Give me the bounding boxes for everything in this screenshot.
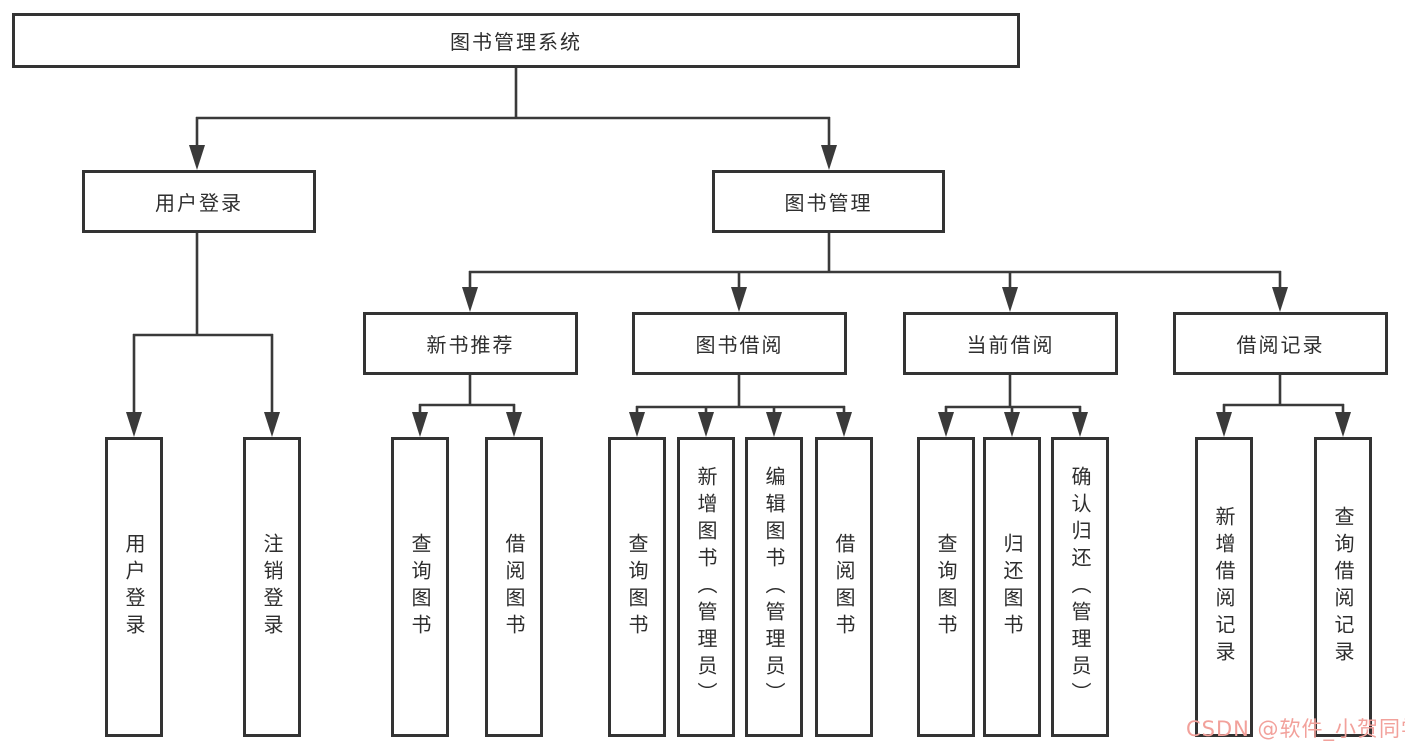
- leaf-label: 用户登录: [122, 533, 146, 641]
- leaf-add-books-admin: 新增图书（管理员）: [677, 437, 735, 737]
- leaf-label: 查询图书: [625, 533, 649, 641]
- leaf-logout: 注销登录: [243, 437, 301, 737]
- node-label: 新书推荐: [426, 333, 515, 357]
- node-book-borrowing: 图书借阅: [632, 312, 847, 375]
- node-book-management: 图书管理: [712, 170, 945, 233]
- leaf-query-books-borrowing: 查询图书: [608, 437, 666, 737]
- node-library-system: 图书管理系统: [12, 13, 1020, 68]
- leaf-label: 查询图书: [408, 533, 432, 641]
- leaf-label: 新增借阅记录: [1212, 506, 1236, 668]
- node-label: 图书管理系统: [450, 30, 582, 54]
- node-borrowing-records: 借阅记录: [1173, 312, 1388, 375]
- csdn-watermark: CSDN @软件_小贺同学: [1186, 717, 1405, 741]
- node-label: 图书管理: [784, 191, 873, 215]
- leaf-label: 编辑图书（管理员）: [762, 465, 786, 709]
- node-label: 借阅记录: [1236, 333, 1325, 357]
- node-label: 用户登录: [155, 191, 243, 215]
- leaf-borrow-books-recommend: 借阅图书: [485, 437, 543, 737]
- leaf-label: 借阅图书: [502, 533, 526, 641]
- leaf-label: 查询图书: [934, 533, 958, 641]
- leaf-return-books: 归还图书: [983, 437, 1041, 737]
- leaf-label: 归还图书: [1000, 533, 1024, 641]
- leaf-label: 注销登录: [260, 533, 284, 641]
- leaf-confirm-return-admin: 确认归还（管理员）: [1051, 437, 1109, 737]
- node-current-borrowing: 当前借阅: [903, 312, 1118, 375]
- leaf-user-login: 用户登录: [105, 437, 163, 737]
- leaf-query-borrow-record: 查询借阅记录: [1314, 437, 1372, 737]
- node-new-book-recommend: 新书推荐: [363, 312, 578, 375]
- leaf-label: 借阅图书: [832, 533, 856, 641]
- leaf-query-books-current: 查询图书: [917, 437, 975, 737]
- leaf-label: 查询借阅记录: [1331, 506, 1355, 668]
- leaf-borrow-books-borrowing: 借阅图书: [815, 437, 873, 737]
- leaf-edit-books-admin: 编辑图书（管理员）: [745, 437, 803, 737]
- node-user-login: 用户登录: [82, 170, 316, 233]
- node-label: 图书借阅: [695, 333, 784, 357]
- leaf-query-books-recommend: 查询图书: [391, 437, 449, 737]
- leaf-add-borrow-record: 新增借阅记录: [1195, 437, 1253, 737]
- leaf-label: 新增图书（管理员）: [694, 465, 718, 709]
- node-label: 当前借阅: [966, 333, 1055, 357]
- leaf-label: 确认归还（管理员）: [1068, 465, 1092, 709]
